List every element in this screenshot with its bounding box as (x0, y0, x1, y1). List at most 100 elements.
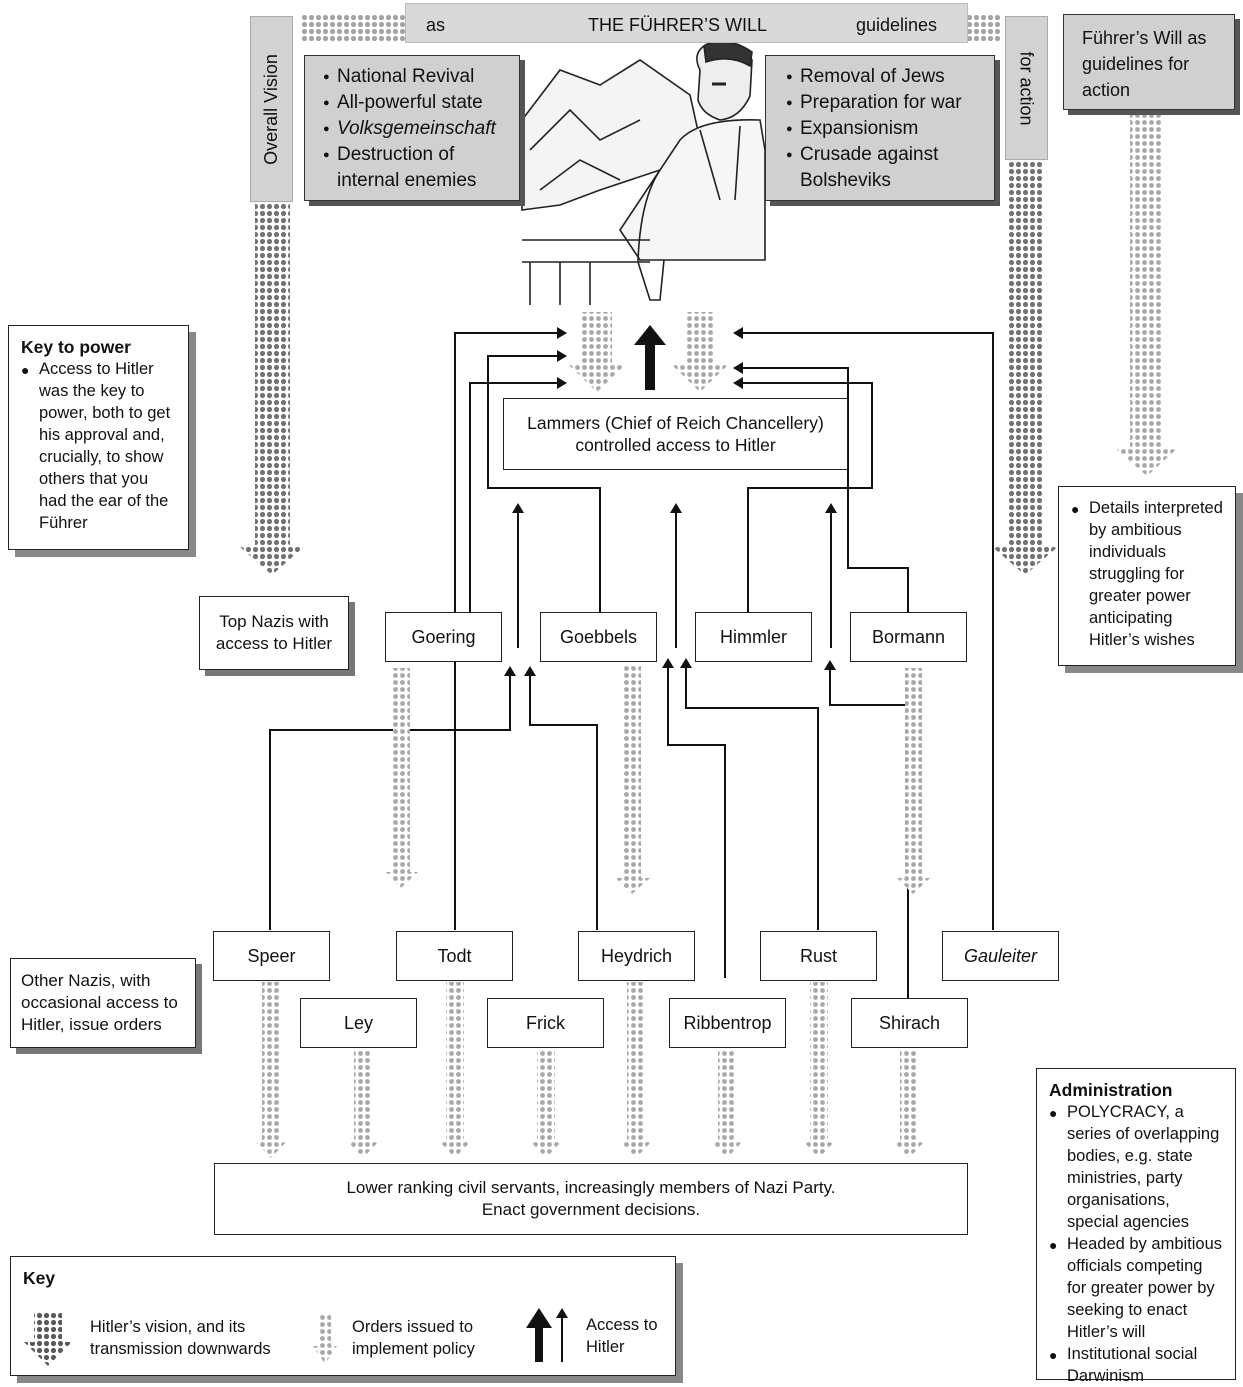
lower-line-2: Enact government decisions. (481, 1200, 701, 1219)
for-action-bar: for action (1005, 16, 1048, 160)
administration-item: POLYCRACY, a series of overlapping bodie… (1049, 1101, 1223, 1233)
line-gauleiter (733, 327, 994, 930)
node-ley: Ley (300, 998, 417, 1048)
node-label: Gauleiter (963, 946, 1038, 966)
order-arrow-ley (346, 1050, 380, 1158)
vision-left-item: All-powerful state (323, 90, 505, 116)
key-to-power-box: Key to power Access to Hitler was the ke… (8, 325, 189, 550)
line-rust (680, 658, 819, 930)
order-arrow-heydrich (619, 982, 653, 1158)
line-himmler (733, 377, 873, 612)
big-access-arrow (634, 325, 666, 390)
vision-left-item: Destruction of internal enemies (323, 142, 505, 194)
node-goering: Goering (385, 612, 502, 662)
node-label: Himmler (720, 627, 787, 647)
vision-right-item: Preparation for war (786, 90, 980, 116)
key-orders-label: Orders issued to implement policy (352, 1318, 475, 1358)
vision-left-box: National Revival All-powerful state Volk… (304, 55, 520, 201)
line-goering (469, 377, 567, 612)
order-arrow-goebbels (615, 664, 650, 894)
lower-ranking-box: Lower ranking civil servants, increasing… (214, 1163, 968, 1235)
vision-arrow-left (238, 200, 306, 575)
vision-left-item: National Revival (323, 64, 505, 90)
lammers-line-2: controlled access to Hitler (575, 435, 776, 455)
line-heydrich (524, 666, 598, 930)
overall-vision-bar: Overall Vision (250, 16, 293, 202)
key-title: Key (23, 1268, 56, 1288)
order-arrow-bormann (897, 668, 930, 894)
node-label: Goering (411, 627, 476, 647)
vision-arrow-far-right (1115, 110, 1178, 476)
lower-line-1: Lower ranking civil servants, increasing… (346, 1178, 836, 1197)
administration-title: Administration (1049, 1080, 1173, 1100)
fuhrers-will-text: Führer’s Will as guidelines for action (1082, 28, 1207, 100)
key-access-label: Access to Hitler (586, 1316, 658, 1356)
node-heydrich: Heydrich (578, 931, 695, 981)
node-goebbels: Goebbels (540, 612, 657, 662)
node-todt: Todt (396, 931, 513, 981)
node-bormann: Bormann (850, 612, 967, 662)
key-access-icon (526, 1308, 568, 1362)
banner-center: THE FÜHRER’S WILL (588, 15, 768, 35)
top-nazis-label: Top Nazis with access to Hitler (199, 596, 349, 670)
vision-arrow-right (990, 160, 1060, 575)
node-label: Todt (437, 946, 472, 966)
line-ribbentrop (662, 658, 726, 978)
other-nazis-label: Other Nazis, with occasional access to H… (10, 958, 196, 1048)
order-arrows (385, 664, 930, 894)
node-gauleiter: Gauleiter (942, 931, 1059, 981)
fuhrers-will-banner: as THE FÜHRER’S WILL guidelines (405, 3, 968, 43)
administration-item: Institutional social Darwinism (1049, 1343, 1223, 1387)
order-arrows-lower (254, 982, 926, 1158)
order-arrow-rust (802, 982, 836, 1158)
vision-right-item: Removal of Jews (786, 64, 980, 90)
line-bormann (733, 362, 909, 612)
key-to-power-text: Access to Hitler was the key to power, b… (21, 358, 176, 534)
vision-left-item: Volksgemeinschaft (323, 116, 505, 142)
vision-arrow-centre-right (672, 312, 728, 392)
order-arrow-goering (385, 668, 418, 888)
node-label: Speer (247, 946, 296, 966)
node-label: Frick (526, 1013, 565, 1033)
banner-left: as (426, 15, 446, 35)
line-todt (454, 666, 516, 930)
node-label: Ley (343, 1013, 374, 1033)
order-arrow-shirach (892, 1050, 926, 1158)
administration-item: Headed by ambitious officials competing … (1049, 1233, 1223, 1343)
node-speer: Speer (213, 931, 330, 981)
node-shirach: Shirach (851, 998, 968, 1048)
line-goebbels (487, 350, 601, 612)
node-ribbentrop: Ribbentrop (669, 998, 786, 1048)
node-himmler: Himmler (695, 612, 812, 662)
node-frick: Frick (487, 998, 604, 1048)
overall-vision-label: Overall Vision (261, 53, 281, 165)
node-label: Goebbels (559, 627, 638, 647)
lammers-line-1: Lammers (Chief of Reich Chancellery) (527, 413, 824, 433)
order-arrow-speer (254, 982, 288, 1158)
administration-box: Administration POLYCRACY, a series of ov… (1036, 1068, 1236, 1385)
key-vision-label: Hitler’s vision, and its transmission do… (90, 1318, 271, 1358)
details-text: Details interpreted by ambitious individ… (1071, 497, 1223, 651)
fuhrers-will-box: Führer’s Will as guidelines for action (1063, 14, 1235, 110)
order-arrow-ribbentrop (710, 1050, 744, 1158)
top-nazis-label-text: Top Nazis with access to Hitler (215, 612, 333, 653)
vision-arrow-centre-left (569, 312, 625, 392)
for-action-label: for action (1017, 50, 1038, 126)
node-label: Shirach (878, 1013, 941, 1033)
vision-right-item: Expansionism (786, 116, 980, 142)
hitler-illustration (521, 40, 766, 305)
access-lines (269, 327, 994, 998)
order-arrow-todt (438, 982, 472, 1158)
other-nazis-label-text: Other Nazis, with occasional access to H… (21, 971, 178, 1034)
vision-right-box: Removal of Jews Preparation for war Expa… (765, 55, 995, 201)
key-to-power-title: Key to power (21, 337, 131, 357)
node-label: Rust (799, 946, 837, 966)
node-label: Ribbentrop (683, 1013, 772, 1033)
lammers-box: Lammers (Chief of Reich Chancellery) con… (503, 398, 848, 470)
order-arrow-frick (529, 1050, 563, 1158)
node-label: Heydrich (600, 946, 673, 966)
key-vision-icon (24, 1312, 72, 1366)
details-box: Details interpreted by ambitious individ… (1058, 486, 1236, 666)
key-orders-icon (313, 1314, 337, 1364)
